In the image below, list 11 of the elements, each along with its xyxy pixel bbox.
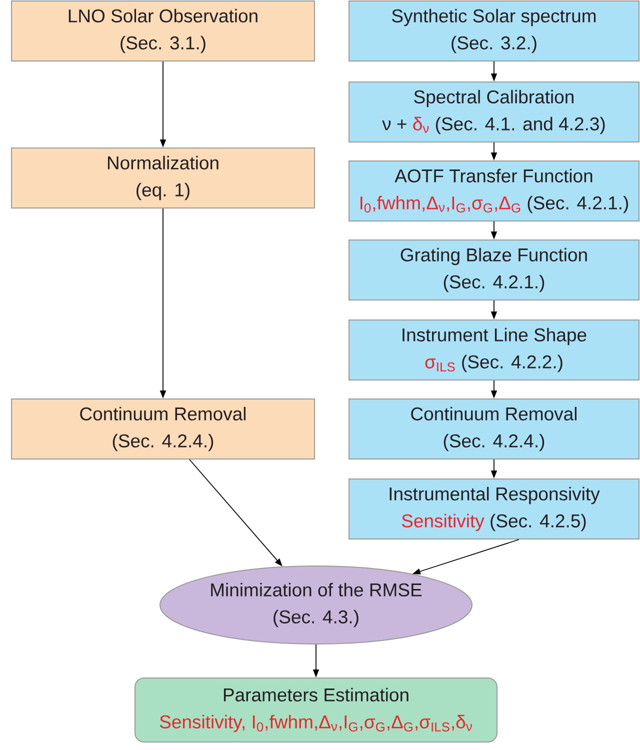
process-box: Instrumental Responsivity Sensitivity (Sec. 4.2.5)	[348, 478, 640, 540]
process-box: Normalization (eq. 1)	[11, 148, 315, 208]
process-box: Synthetic Solar spectrum (Sec. 3.2.)	[348, 0, 640, 62]
result-box: Parameters Estimation Sensitivity, I$_{0}$,fwhm,Δ$_{ν}$,I$_{G}$,σ$_{G}$,Δ$_{G}$,σ$_{ILS}$,δ$_{ν}$	[134, 678, 498, 742]
process-box: Spectral Calibration ν + δ$_{ν}$ (Sec. 4.1. and 4.2.3)	[348, 82, 640, 142]
process-box: LNO Solar Observation (Sec. 3.1.)	[11, 0, 315, 62]
process-box: AOTF Transfer Function I$_{0}$,fwhm,Δ$_{ν}$,I$_{G}$,σ$_{G}$,Δ$_{G}$ (Sec. 4.2.1.)	[348, 160, 640, 222]
process-box: Continuum Removal (Sec. 4.2.4.)	[348, 398, 640, 460]
process-box: Instrument Line Shape σ$_{ILS}$ (Sec. 4.2.2.)	[348, 320, 640, 380]
process-box: Continuum Removal (Sec. 4.2.4.)	[11, 398, 315, 460]
process-box: Grating Blaze Function (Sec. 4.2.1.)	[348, 240, 640, 300]
